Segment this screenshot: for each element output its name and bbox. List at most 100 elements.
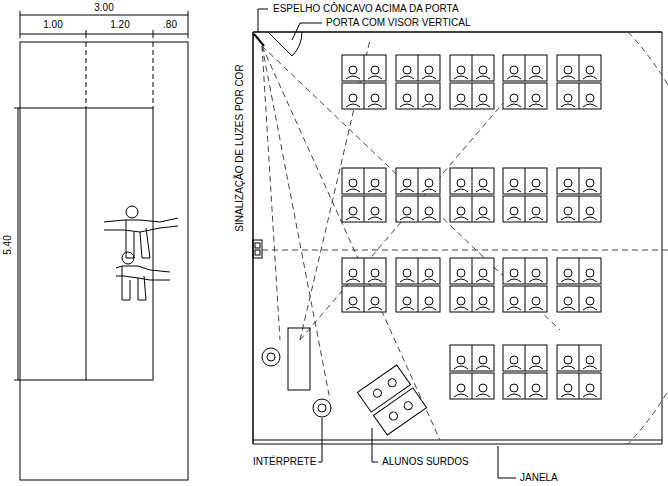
- desk-divider: [472, 55, 473, 81]
- desk-top: [396, 168, 440, 194]
- student-desk: [396, 83, 440, 109]
- student-head: [586, 94, 594, 102]
- desk-top: [342, 196, 386, 222]
- desk-top: [396, 83, 440, 109]
- student-shoulders: [454, 366, 490, 369]
- student-head: [457, 179, 465, 187]
- student-head: [371, 179, 379, 187]
- callout-label: ESPELHO CÔNCAVO ACIMA DA PORTA: [272, 3, 460, 15]
- student-head: [371, 66, 379, 74]
- student-desk: [450, 196, 494, 222]
- student-head: [403, 269, 411, 277]
- student-shoulders: [507, 76, 543, 79]
- student-head: [457, 297, 465, 305]
- student-desk: [450, 83, 494, 109]
- student-desk: [450, 258, 494, 284]
- desk-divider: [472, 345, 473, 371]
- desk-divider: [579, 196, 580, 222]
- desk-divider: [579, 55, 580, 81]
- desk-divider: [472, 168, 473, 194]
- student-desk: [396, 196, 440, 222]
- student-head: [457, 384, 465, 392]
- sight-line: [262, 46, 560, 330]
- desk-divider: [525, 373, 526, 399]
- callout-label: SINALIZAÇÃO DE LUZES POR COR: [234, 63, 246, 232]
- student-shoulders: [454, 279, 490, 282]
- desk-divider: [525, 258, 526, 284]
- desk-top: [450, 373, 494, 399]
- student-head: [479, 179, 487, 187]
- student-shoulders: [561, 217, 597, 220]
- student-head: [564, 384, 572, 392]
- student-desk: [503, 55, 547, 81]
- desk-top: [450, 286, 494, 312]
- student-head: [510, 384, 518, 392]
- student-shoulders: [561, 307, 597, 310]
- student-desk: [557, 83, 601, 109]
- student-head: [403, 179, 411, 187]
- student-head: [371, 207, 379, 215]
- desk-top: [503, 196, 547, 222]
- sight-line: [262, 46, 280, 340]
- teacher-desk: [288, 328, 310, 390]
- student-shoulders: [346, 76, 382, 79]
- student-shoulders: [561, 279, 597, 282]
- desk-divider: [472, 286, 473, 312]
- student-head: [564, 297, 572, 305]
- light-signal: [255, 250, 260, 255]
- student-desk: [342, 83, 386, 109]
- student-shoulders: [454, 307, 490, 310]
- guide-line: [86, 42, 87, 108]
- dimension-text: .80: [162, 19, 178, 31]
- student-desk: [450, 55, 494, 81]
- guide-line: [153, 42, 154, 108]
- desk-top: [342, 83, 386, 109]
- student-desk: [557, 258, 601, 284]
- student-head: [403, 66, 411, 74]
- desk-divider: [472, 373, 473, 399]
- student-desk: [557, 286, 601, 312]
- student-head: [586, 66, 594, 74]
- desk-divider: [525, 55, 526, 81]
- desk-divider: [364, 196, 365, 222]
- student-shoulders: [561, 189, 597, 192]
- student-head: [532, 66, 540, 74]
- student-shoulders: [561, 394, 597, 397]
- desk-divider: [525, 168, 526, 194]
- student-shoulders: [400, 217, 436, 220]
- center-line: [262, 250, 668, 251]
- desk-divider: [472, 258, 473, 284]
- desk-divider: [579, 83, 580, 109]
- sight-lines: [262, 32, 668, 444]
- student-head: [586, 297, 594, 305]
- student-head: [425, 269, 433, 277]
- student-shoulders: [454, 76, 490, 79]
- student-desk: [503, 83, 547, 109]
- student-desk: [503, 258, 547, 284]
- desk-divider: [579, 168, 580, 194]
- concave-mirror: [254, 34, 264, 46]
- student-head: [425, 207, 433, 215]
- student-shoulders: [346, 307, 382, 310]
- student-head: [532, 356, 540, 364]
- student-head: [371, 297, 379, 305]
- student-head: [510, 356, 518, 364]
- student-head: [349, 179, 357, 187]
- desk-top: [557, 196, 601, 222]
- dimension-text: 1.20: [109, 19, 130, 31]
- desk-top: [557, 345, 601, 371]
- student-desk: [342, 196, 386, 222]
- student-head: [479, 356, 487, 364]
- desk-top: [450, 55, 494, 81]
- student-head: [425, 94, 433, 102]
- student-shoulders: [346, 279, 382, 282]
- student-head: [586, 179, 594, 187]
- desk-divider: [525, 83, 526, 109]
- desk-divider: [418, 168, 419, 194]
- student-shoulders: [400, 189, 436, 192]
- light-signal: [255, 243, 260, 248]
- deaf-students-desk: [357, 365, 426, 435]
- desk-top: [557, 286, 601, 312]
- student-head: [532, 207, 540, 215]
- desk-divider: [364, 55, 365, 81]
